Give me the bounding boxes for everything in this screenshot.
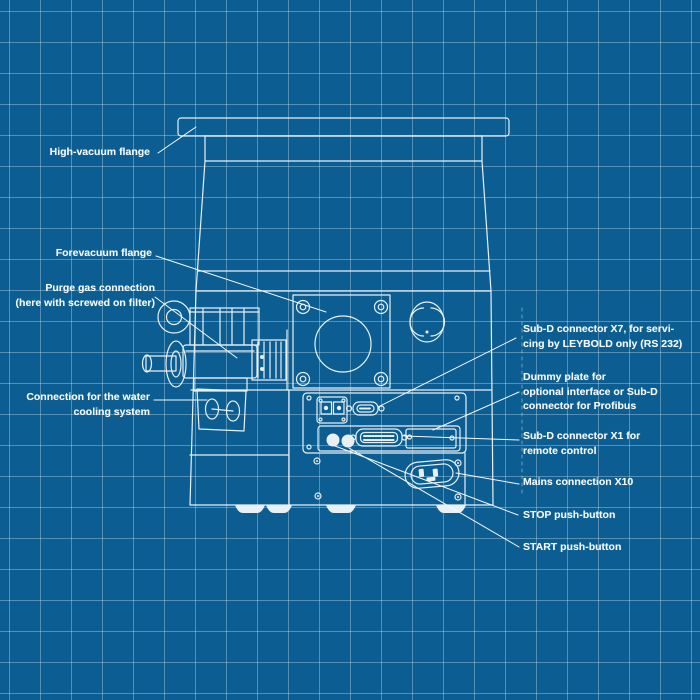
label-sub-d-x7: Sub-D connector X7, for servi- cing by L… (523, 322, 682, 352)
label-sub-d-x1: Sub-D connector X1 for remote control (523, 429, 640, 459)
label-line: Forevacuum flange (55, 247, 152, 259)
connector-panel (302, 392, 467, 454)
label-line: cing by LEYBOLD only (RS 232) (523, 338, 683, 350)
dummy-plate (405, 428, 457, 449)
label-line: High-vacuum flange (49, 146, 150, 158)
label-line: Mains connection X10 (523, 476, 634, 488)
high-vacuum-flange-part (177, 117, 510, 162)
callout-lines (153, 126, 520, 548)
callout-line-x7 (377, 337, 517, 408)
callout-line-mains (455, 472, 520, 485)
label-line: remote control (523, 445, 597, 457)
forevacuum-flange-plate (292, 294, 391, 389)
mains-connector-x10 (404, 459, 460, 489)
start-push-button (341, 434, 355, 448)
label-line: connector for Profibus (523, 400, 637, 412)
pump-feet (235, 505, 466, 513)
label-line: Sub-D connector X1 for (523, 430, 641, 442)
label-line: cooling system (73, 406, 150, 418)
water-cooling-bracket (196, 388, 247, 432)
x7-connector (345, 401, 385, 416)
label-line: Connection for the water (26, 391, 150, 403)
purge-gas-assembly (141, 300, 288, 392)
callout-line-dummy (432, 391, 520, 431)
stop-push-button (326, 433, 340, 447)
callout-line-forevacuum (155, 255, 327, 313)
label-forevacuum-flange: Forevacuum flange (56, 246, 152, 261)
callout-line-high-vacuum (157, 126, 197, 154)
label-mains-connection: Mains connection X10 (523, 475, 633, 490)
label-line: (here with screwed on filter) (15, 297, 155, 309)
label-line: STOP push-button (523, 509, 616, 521)
label-line: optional interface or Sub-D (523, 385, 658, 398)
x1-connector (349, 428, 408, 447)
label-stop-push-button: STOP push-button (523, 508, 615, 523)
label-line: Sub-D connector X7, for servi- (523, 323, 675, 335)
terminal-module (316, 396, 348, 424)
callout-line-purge (154, 296, 238, 359)
label-dummy-plate: Dummy plate for optional interface or Su… (523, 370, 658, 414)
base-screws (313, 457, 462, 501)
label-line: Purge gas connection (45, 282, 155, 294)
label-start-push-button: START push-button (523, 540, 621, 555)
knockout-oval (409, 301, 446, 343)
label-water-cooling: Connection for the water cooling system (26, 390, 150, 420)
callout-line-start (348, 447, 520, 548)
label-line: Dummy plate for (523, 371, 606, 383)
callout-line-x1 (403, 435, 520, 441)
label-line: START push-button (523, 541, 622, 553)
label-purge-gas-connection: Purge gas connection (here with screwed … (16, 281, 155, 311)
label-high-vacuum-flange: High-vacuum flange (50, 145, 150, 160)
